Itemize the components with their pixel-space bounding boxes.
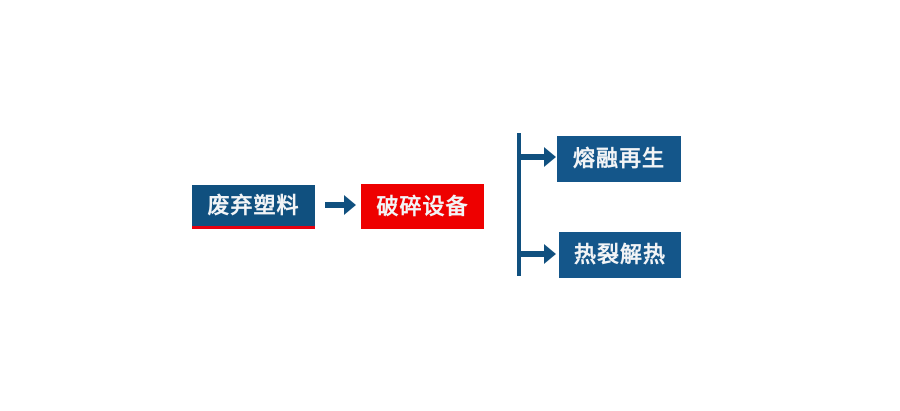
node-crushing-equipment-label: 破碎设备 [376, 193, 469, 219]
branch-arrow-right-top-icon [517, 145, 557, 169]
branch-arrow-right-bottom-icon [517, 242, 557, 266]
node-melt-regeneration[interactable]: 熔融再生 [557, 136, 681, 182]
arrow-right-icon [325, 192, 357, 218]
node-pyrolysis[interactable]: 热裂解热 [559, 232, 681, 278]
vertical-line-icon [517, 133, 521, 276]
node-crushing-equipment[interactable]: 破碎设备 [361, 184, 484, 229]
node-waste-plastic[interactable]: 废弃塑料 [192, 185, 315, 229]
node-waste-plastic-label: 废弃塑料 [207, 192, 300, 218]
node-pyrolysis-label: 热裂解热 [573, 242, 666, 267]
node-melt-regeneration-label: 熔融再生 [572, 146, 665, 171]
